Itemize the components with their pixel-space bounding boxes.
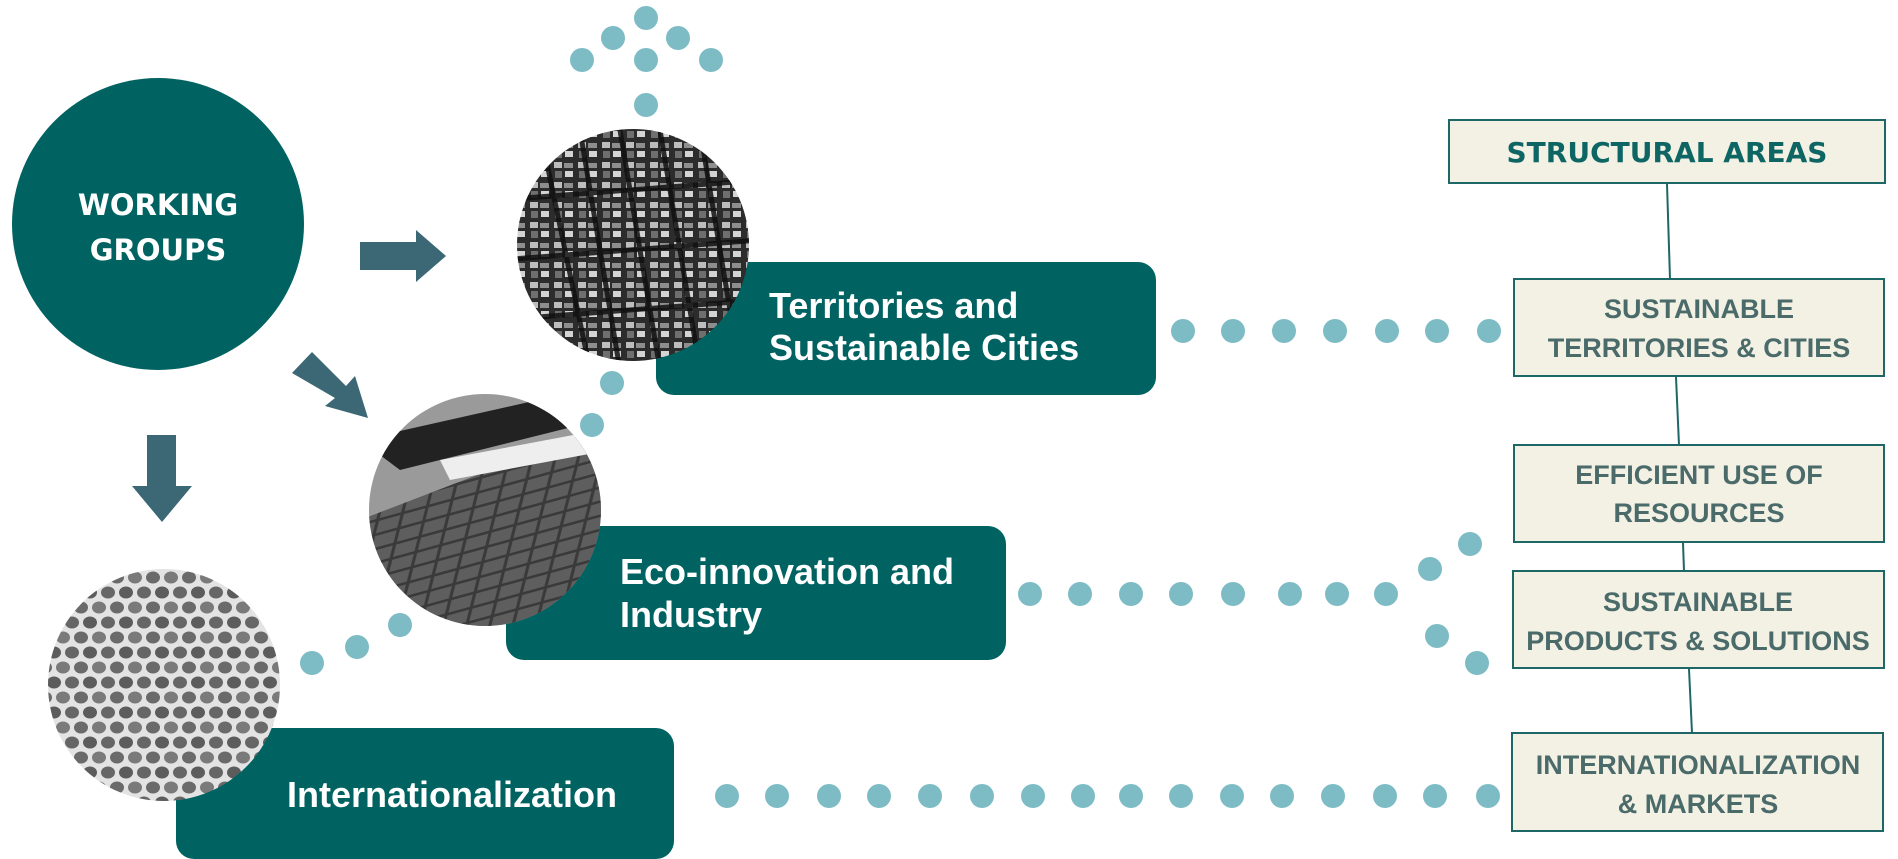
area-products-line2: PRODUCTS & SOLUTIONS (1526, 626, 1870, 656)
arrow-down-icon (132, 435, 192, 522)
area-intl-line2: & MARKETS (1618, 789, 1779, 819)
solar-panel-photo (369, 394, 601, 626)
working-group-eco-innovation: Eco-innovation and Industry (369, 394, 1006, 660)
city-aerial-photo (517, 129, 749, 361)
wg-territories-line2: Sustainable Cities (769, 327, 1079, 368)
dot-connector-internationalization (715, 784, 1500, 808)
arrow-right-icon (360, 230, 446, 282)
structural-areas-header: STRUCTURAL AREAS (1448, 119, 1886, 184)
top-dot-cluster (570, 6, 723, 117)
area-products-line1: SUSTAINABLE (1603, 587, 1793, 617)
hub-title-line1: WORKING (78, 188, 238, 222)
working-groups-hub: WORKING GROUPS (12, 78, 304, 370)
image-dot-connectors (300, 371, 624, 675)
area-sustainable-territories: SUSTAINABLE TERRITORIES & CITIES (1513, 278, 1885, 377)
dot-connector-eco-innovation (1018, 532, 1489, 675)
area-efficient-resources: EFFICIENT USE OF RESOURCES (1513, 444, 1885, 543)
wg-eco-line1: Eco-innovation and (620, 551, 954, 592)
area-intl-line1: INTERNATIONALIZATION (1536, 750, 1860, 780)
structural-areas-tree: STRUCTURAL AREAS SUSTAINABLE TERRITORIES… (1448, 119, 1886, 832)
area-sustainable-products: SUSTAINABLE PRODUCTS & SOLUTIONS (1512, 570, 1885, 669)
arrows (132, 230, 446, 522)
working-group-internationalization: Internationalization (48, 569, 674, 859)
hub-title-line2: GROUPS (90, 233, 226, 267)
area-internationalization-markets: INTERNATIONALIZATION & MARKETS (1511, 732, 1884, 832)
area-territories-line2: TERRITORIES & CITIES (1548, 333, 1851, 363)
area-territories-line1: SUSTAINABLE (1604, 294, 1794, 324)
arrow-down-right-icon (292, 352, 368, 418)
wg-eco-line2: Industry (620, 594, 762, 635)
honeycomb-texture-photo (48, 569, 280, 801)
connector-lines (1666, 183, 1693, 734)
working-group-territories: Territories and Sustainable Cities (517, 129, 1156, 395)
structural-areas-title: STRUCTURAL AREAS (1507, 136, 1828, 169)
dot-connector-territories (1171, 319, 1501, 343)
wg-territories-line1: Territories and (769, 285, 1018, 326)
wg-intl-line1: Internationalization (287, 774, 617, 815)
area-resources-line2: RESOURCES (1613, 498, 1784, 528)
area-resources-line1: EFFICIENT USE OF (1575, 460, 1823, 490)
